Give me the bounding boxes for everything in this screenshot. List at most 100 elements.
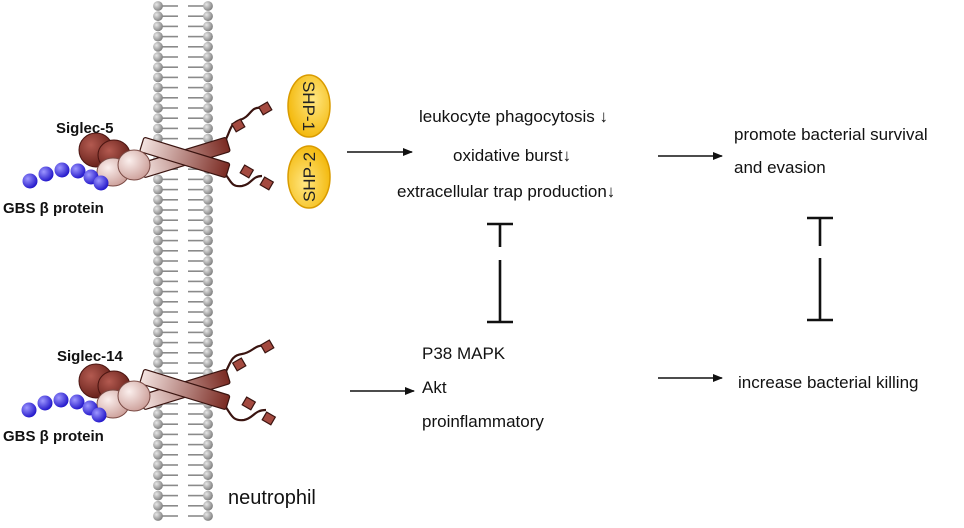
siglec5-gbs-beads [22,162,109,191]
siglec5-outcome-line2: and evasion [734,158,826,177]
lipid-head [153,286,163,297]
lipid-head [153,327,163,338]
lipid-head [153,123,163,134]
siglec5-effect-trap-production: extracellular trap production↓ [397,182,615,201]
lipid-head [153,82,163,93]
gbs-bead [21,402,37,418]
lipid-head [203,276,213,287]
lipid-head [153,266,163,277]
lipid-head [203,266,213,277]
gbs-bead [69,394,85,410]
siglec14-receptor [78,339,277,426]
siglec14-box [241,396,257,411]
lipid-head [203,480,213,491]
lipid-head [203,307,213,317]
siglec5-ig-domain [117,149,151,181]
lipid-head [203,358,213,368]
gbs-bead [37,395,53,411]
lipid-head [203,327,213,338]
lipid-head [153,72,163,83]
lipid-head [153,113,163,124]
lipid-head [203,72,213,83]
lipid-head [153,480,163,491]
lipid-head [153,317,163,328]
lipid-head [153,256,163,266]
lipid-head [153,449,163,460]
siglec14-gbs-beads [21,392,107,423]
siglec5-label: Siglec-5 [56,120,114,137]
lipid-head [203,225,213,236]
lipid-head [153,500,163,511]
lipid-head [203,296,213,307]
gbs-bead [54,162,70,178]
lipid-head [153,184,163,195]
lipid-head [153,11,163,22]
lipid-head [153,1,163,11]
lipid-head [153,52,163,62]
lipid-head [153,337,163,348]
lipid-head [153,235,163,246]
lipid-head [203,490,213,501]
lipid-head [203,245,213,256]
lipid-head [203,470,213,481]
lipid-head [153,103,163,113]
shp2-label: SHP-2 [300,152,319,202]
lipid-head [203,460,213,470]
inhibition-bar-effects [487,222,513,324]
lipid-head [203,419,213,430]
lipid-head [203,317,213,328]
lipid-head [153,460,163,470]
siglec5-outcome-line1: promote bacterial survival [734,125,928,144]
lipid-head [153,358,163,368]
lipid-head [153,276,163,287]
lipid-head [153,419,163,430]
lipid-head [203,113,213,124]
gbs-bead [53,392,69,408]
lipid-head [203,409,213,419]
siglec5-transmembrane-rod [139,137,231,178]
siglec5-receptor [78,101,275,191]
siglec14-box [261,411,277,426]
lipid-head [203,41,213,52]
lipid-head [203,256,213,266]
shp1-phosphatase: SHP-1 [287,74,331,138]
shp2-phosphatase: SHP-2 [287,145,331,209]
lipid-head [153,21,163,32]
lipid-head [153,205,163,215]
lipid-head [203,347,213,358]
siglec14-outcome: increase bacterial killing [738,373,918,392]
siglec14-effect-proinflammatory: proinflammatory [422,412,544,431]
lipid-head [203,286,213,297]
shp1-label: SHP-1 [299,81,318,131]
siglec5-effect-phagocytosis: leukocyte phagocytosis ↓ [419,107,608,126]
lipid-head [153,511,163,521]
lipid-head [153,245,163,256]
lipid-head [203,1,213,11]
siglec14-transmembrane-rod [139,369,231,410]
lipid-head [203,337,213,348]
cell-label: neutrophil [228,487,316,509]
siglec5-itim-box [259,176,275,191]
lipid-head [153,439,163,450]
lipid-head [153,31,163,42]
lipid-head [203,52,213,62]
lipid-head [203,235,213,246]
siglec14-box [259,339,275,354]
gbs-bead [70,163,86,179]
lipid-head [203,184,213,195]
lipid-head [203,103,213,113]
siglec5-itim-box [257,101,273,116]
lipid-head [153,490,163,501]
siglec14-ligand-label: GBS β protein [3,428,104,445]
lipid-bilayer-membrane [153,1,213,521]
lipid-head [203,133,213,144]
lipid-head [153,470,163,481]
lipid-head [153,409,163,419]
lipid-head [153,194,163,205]
lipid-head [153,41,163,52]
lipid-head [203,21,213,32]
lipid-head [203,123,213,134]
siglec14-effect-p38: P38 MAPK [422,344,506,363]
inhibition-bar-outcomes [807,216,833,322]
